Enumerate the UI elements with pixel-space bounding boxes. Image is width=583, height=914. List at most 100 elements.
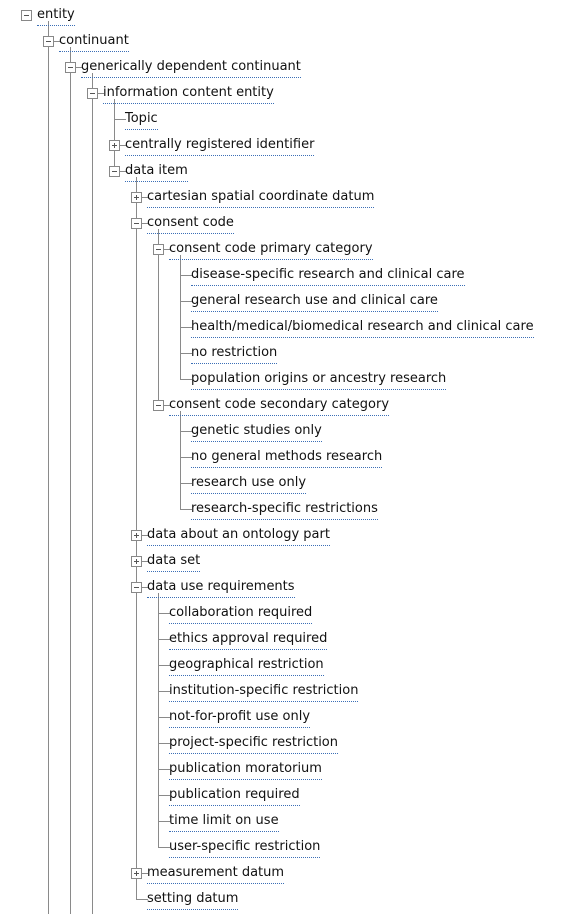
tree-connector-line [158, 795, 170, 796]
tree-node-label[interactable]: data item [125, 163, 188, 182]
expand-icon[interactable] [131, 530, 142, 541]
tree-node-label[interactable]: project-specific restriction [169, 735, 338, 754]
tree-node-label[interactable]: publication required [169, 787, 300, 806]
tree-node-label[interactable]: data use requirements [147, 579, 295, 598]
tree-node-consent-code-secondary-category: consent code secondary category [0, 392, 583, 418]
tree-connector-line [180, 327, 192, 328]
tree-node-cartesian-spatial-coordinate-datum: cartesian spatial coordinate datum [0, 184, 583, 210]
tree-connector-line [180, 457, 192, 458]
tree-connector-line [70, 67, 82, 68]
tree-node-label[interactable]: population origins or ancestry research [191, 371, 447, 390]
collapse-icon[interactable] [43, 36, 54, 47]
tree-connector-line [158, 769, 170, 770]
tree-node-label[interactable]: data about an ontology part [147, 527, 330, 546]
tree-node-label[interactable]: health/medical/biomedical research and c… [191, 319, 534, 338]
tree-node-label[interactable]: not-for-profit use only [169, 709, 311, 728]
tree-node-label[interactable]: consent code primary category [169, 241, 373, 260]
tree-connector-line [136, 197, 148, 198]
tree-connector-line [48, 21, 49, 41]
tree-node-measurement-datum: measurement datum [0, 860, 583, 886]
tree-connector-line [136, 587, 148, 588]
tree-node-continuant: continuant [0, 28, 583, 54]
tree-node-label[interactable]: consent code [147, 215, 234, 234]
tree-node-genetic-studies-only: genetic studies only [0, 418, 583, 444]
tree-connector-line [180, 483, 192, 484]
tree-node-no-general-methods-research: no general methods research [0, 444, 583, 470]
tree-node-health-medical-biomedical-research-and-clinical-care: health/medical/biomedical research and c… [0, 314, 583, 340]
tree-node-label[interactable]: no general methods research [191, 449, 383, 468]
tree-node-collaboration-required: collaboration required [0, 600, 583, 626]
tree-node-research-specific-restrictions: research-specific restrictions [0, 496, 583, 522]
tree-node-label[interactable]: genetic studies only [191, 423, 322, 442]
tree-connector-line [136, 899, 148, 900]
tree-connector-line [180, 411, 181, 509]
expand-icon[interactable] [131, 868, 142, 879]
tree-node-ethics-approval-required: ethics approval required [0, 626, 583, 652]
tree-node-label[interactable]: research-specific restrictions [191, 501, 378, 520]
tree-node-label[interactable]: generically dependent continuant [81, 59, 301, 78]
tree-node-label[interactable]: user-specific restriction [169, 839, 321, 858]
tree-connector-line [158, 691, 170, 692]
tree-node-label[interactable]: centrally registered identifier [125, 137, 315, 156]
tree-node-research-use-only: research use only [0, 470, 583, 496]
tree-node-label[interactable]: cartesian spatial coordinate datum [147, 189, 375, 208]
tree-node-topic: Topic [0, 106, 583, 132]
tree-node-label[interactable]: setting datum [147, 891, 239, 910]
tree-connector-line [92, 73, 93, 93]
tree-node-time-limit-on-use: time limit on use [0, 808, 583, 834]
tree-node-geographical-restriction: geographical restriction [0, 652, 583, 678]
tree-connector-line [92, 93, 104, 94]
tree-connector-line [158, 717, 170, 718]
tree-node-label[interactable]: publication moratorium [169, 761, 322, 780]
collapse-icon[interactable] [87, 88, 98, 99]
tree-node-entity: entity [0, 2, 583, 28]
collapse-icon[interactable] [109, 166, 120, 177]
tree-node-label[interactable]: general research use and clinical care [191, 293, 438, 312]
tree-connector-line [180, 379, 192, 380]
tree-node-label[interactable]: information content entity [103, 85, 274, 104]
tree-connector-line [158, 639, 170, 640]
tree-node-label[interactable]: research use only [191, 475, 307, 494]
tree-connector-line [136, 873, 148, 874]
tree-node-data-set: data set [0, 548, 583, 574]
tree-node-label[interactable]: institution-specific restriction [169, 683, 359, 702]
tree-node-information-content-entity: information content entity [0, 80, 583, 106]
collapse-icon[interactable] [131, 218, 142, 229]
tree-node-data-about-an-ontology-part: data about an ontology part [0, 522, 583, 548]
collapse-icon[interactable] [21, 10, 32, 21]
expand-icon[interactable] [131, 192, 142, 203]
expand-icon[interactable] [109, 140, 120, 151]
collapse-icon[interactable] [131, 582, 142, 593]
tree-node-label[interactable]: disease-specific research and clinical c… [191, 267, 465, 286]
tree-node-label[interactable]: collaboration required [169, 605, 313, 624]
tree-node-general-research-use-and-clinical-care: general research use and clinical care [0, 288, 583, 314]
tree-node-label[interactable]: time limit on use [169, 813, 279, 832]
tree-connector-line [158, 821, 170, 822]
tree-connector-line [136, 561, 148, 562]
tree-node-label[interactable]: no restriction [191, 345, 278, 364]
collapse-icon[interactable] [65, 62, 76, 73]
tree-node-no-restriction: no restriction [0, 340, 583, 366]
tree-node-project-specific-restriction: project-specific restriction [0, 730, 583, 756]
tree-connector-line [158, 405, 170, 406]
tree-node-label[interactable]: consent code secondary category [169, 397, 390, 416]
tree-connector-line [180, 275, 192, 276]
tree-node-label[interactable]: data set [147, 553, 201, 572]
tree-node-label[interactable]: Topic [125, 111, 158, 130]
collapse-icon[interactable] [153, 400, 164, 411]
collapse-icon[interactable] [153, 244, 164, 255]
expand-icon[interactable] [131, 556, 142, 567]
tree-connector-line [158, 593, 159, 847]
tree-node-population-origins-or-ancestry-research: population origins or ancestry research [0, 366, 583, 392]
tree-node-label[interactable]: ethics approval required [169, 631, 328, 650]
tree-node-label[interactable]: geographical restriction [169, 657, 324, 676]
tree-connector-line [114, 119, 126, 120]
tree-node-label[interactable]: entity [37, 7, 75, 26]
tree-node-label[interactable]: measurement datum [147, 865, 285, 884]
tree-node-label[interactable]: continuant [59, 33, 129, 52]
tree-connector-line [180, 353, 192, 354]
tree-node-setting-datum: setting datum [0, 886, 583, 912]
tree-connector-line [158, 229, 159, 405]
tree-connector-line [158, 743, 170, 744]
